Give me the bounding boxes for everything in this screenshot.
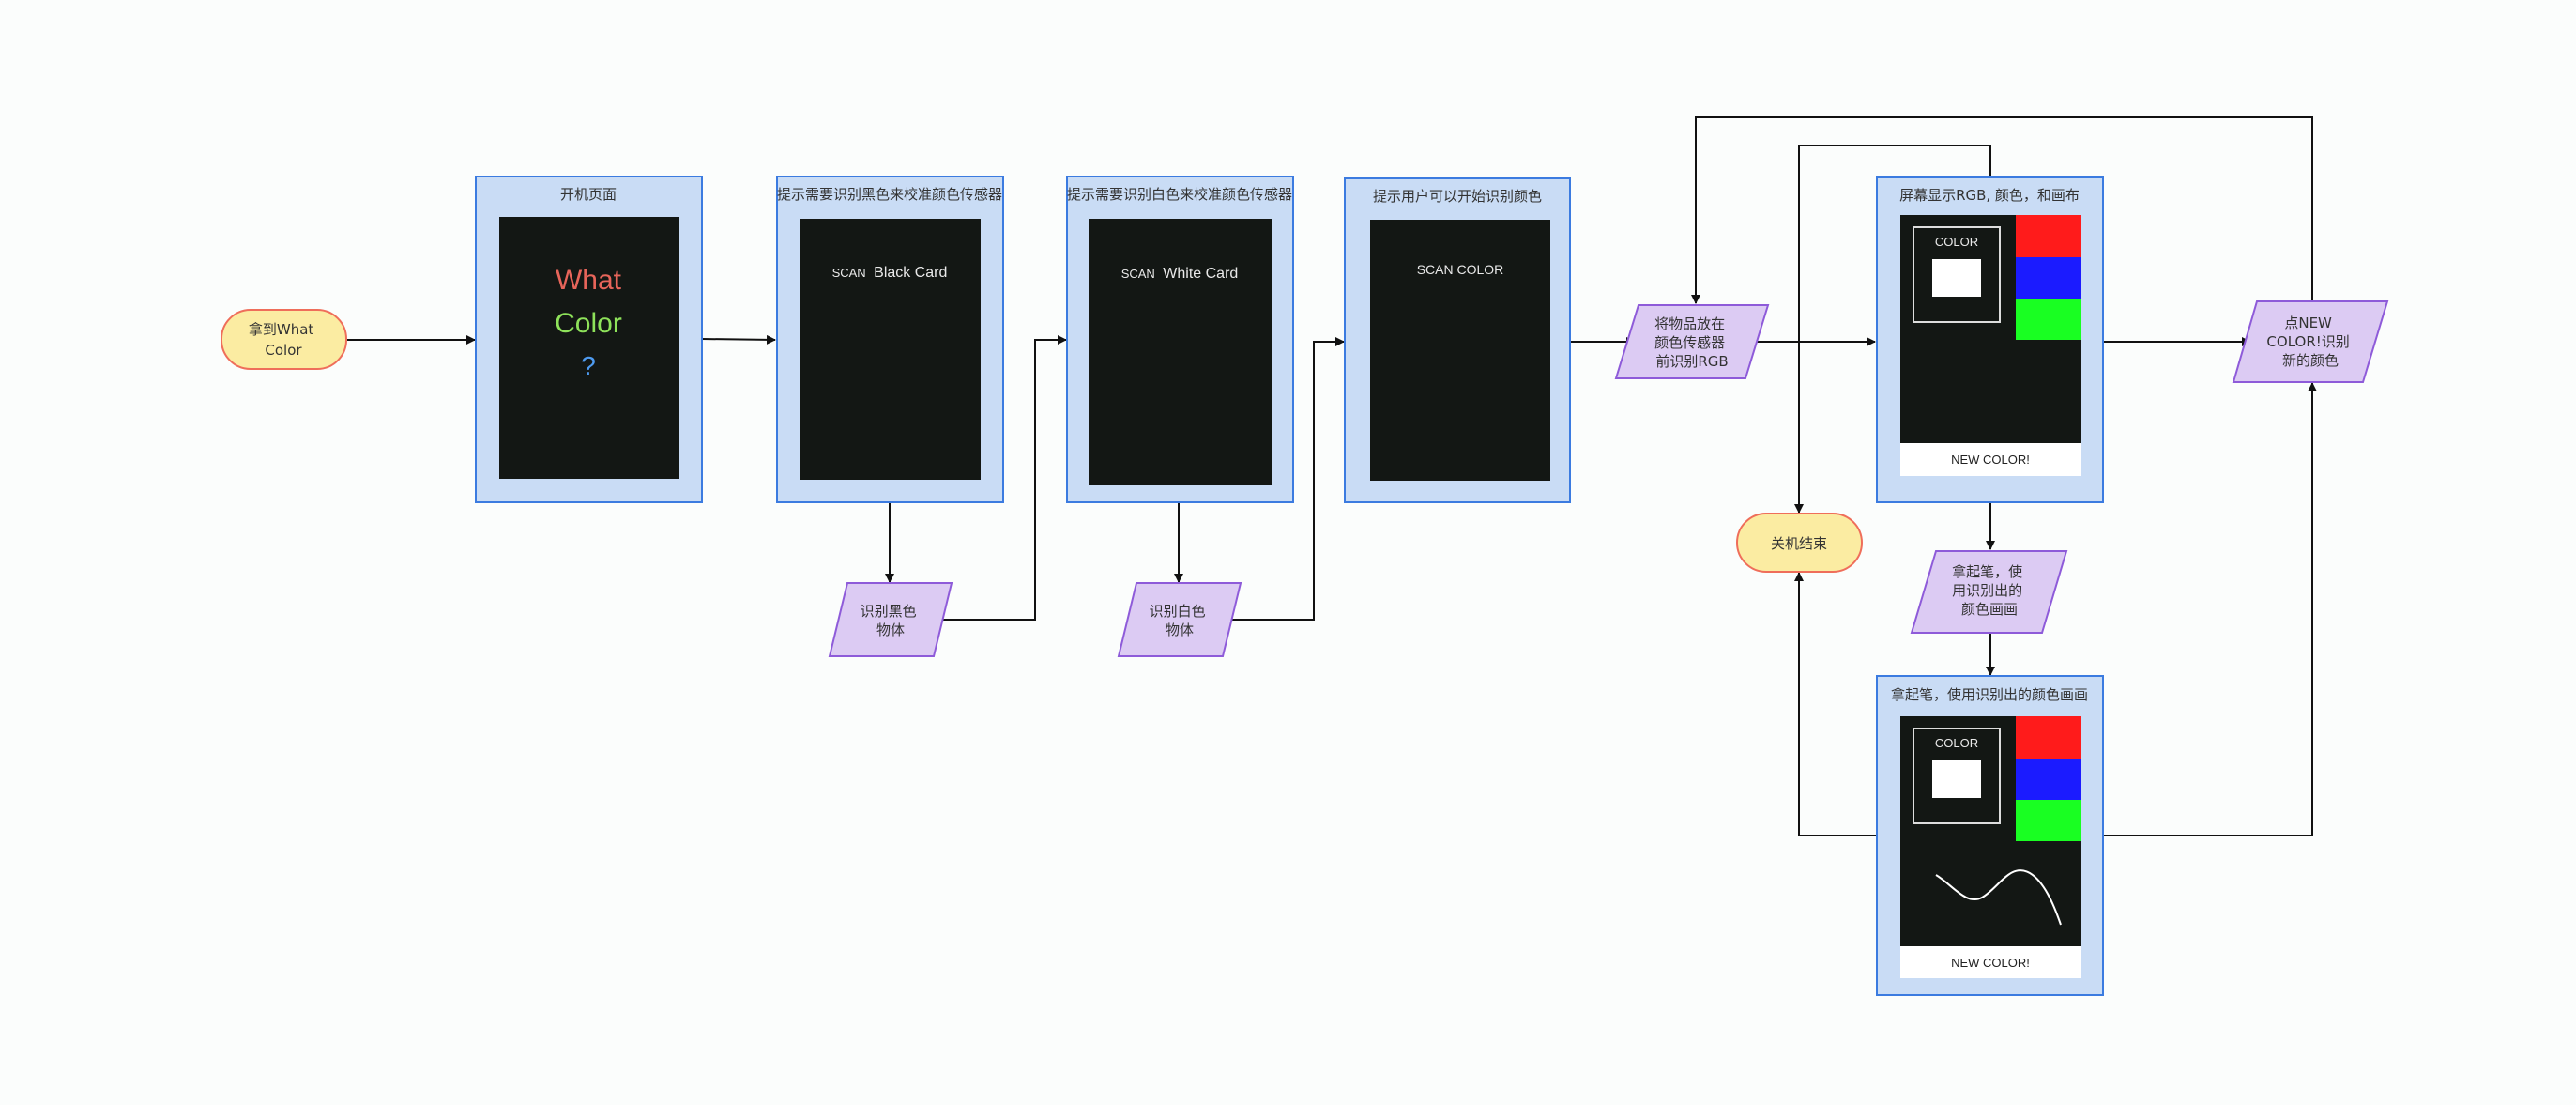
draw-canvas-stroke[interactable] <box>1935 869 2062 926</box>
io-white: 识别白色 物体 <box>1117 582 1242 657</box>
svg-text:将物品放在 颜色传感器 前识别RGB: 将物品放在 颜色传感器 前识别RGB <box>1654 315 1730 370</box>
terminal-start-line: Color <box>265 342 302 359</box>
io-pen-line: 拿起笔，使 <box>1952 563 2022 580</box>
boot-screen <box>499 217 679 479</box>
arrow-io-white-to-scan-prompt <box>1223 337 1345 621</box>
boot-screen-question: ? <box>581 351 596 380</box>
draw-color-label: COLOR <box>1935 736 1978 750</box>
draw-swatch-red[interactable] <box>2016 716 2081 759</box>
black-calibration-screen <box>800 219 981 480</box>
draw-color-box <box>1913 728 2001 824</box>
io-new-color-line: COLOR!识别 <box>2266 333 2349 350</box>
display-new-color-button[interactable] <box>1900 443 2081 476</box>
process-boot-title: 开机页面 <box>560 186 617 203</box>
io-new-color: 点NEW COLOR!识别 新的颜色 <box>2232 300 2389 383</box>
svg-text:拿到What Color: 拿到What Color <box>249 321 318 359</box>
svg-text:点NEW COLOR!识别 新的颜色: 点NEW COLOR!识别 新的颜色 <box>2266 315 2354 369</box>
display-swatch-blue[interactable] <box>2016 257 2081 299</box>
io-white-line: 物体 <box>1166 622 1194 638</box>
process-draw-title: 拿起笔，使用识别出的颜色画画 <box>1891 686 2088 703</box>
io-black: 识别黑色 物体 <box>828 582 953 657</box>
white-calibration-scan-prefix: SCAN <box>1121 267 1155 281</box>
display-color-box <box>1913 226 2001 323</box>
boot-screen-what: What <box>556 265 622 296</box>
terminal-start: 拿到What Color <box>221 309 347 370</box>
display-color-label: COLOR <box>1935 235 1978 249</box>
arrow-display-to-end <box>1794 145 1991 514</box>
draw-color-preview <box>1932 760 1981 798</box>
process-display: 屏幕显示RGB, 颜色，和画布 COLOR NEW COLOR! <box>1876 176 2104 503</box>
connectors <box>347 116 2317 836</box>
io-place-line: 颜色传感器 <box>1654 334 1725 351</box>
arrow-boot-to-black-cal <box>701 334 776 345</box>
arrow-io-new-to-io-place <box>1691 116 2313 304</box>
display-swatch-red[interactable] <box>2016 215 2081 257</box>
svg-text:SCAN Black Card: SCAN Black Card <box>832 265 948 281</box>
terminal-start-line: 拿到What <box>249 321 314 338</box>
process-scan-prompt-title: 提示用户可以开始识别颜色 <box>1373 188 1542 205</box>
draw-swatch-blue[interactable] <box>2016 759 2081 800</box>
process-display-title: 屏幕显示RGB, 颜色，和画布 <box>1899 187 2080 204</box>
io-place-line: 前识别RGB <box>1655 353 1728 370</box>
terminal-end: 关机结束 <box>1736 513 1863 573</box>
arrow-draw-to-io-new <box>2103 382 2317 836</box>
black-calibration-scan-prefix: SCAN <box>832 266 866 280</box>
io-white-line: 识别白色 <box>1150 603 1206 620</box>
process-black-calibration: 提示需要识别黑色来校准颜色传感器 SCAN Black Card <box>776 176 1004 503</box>
process-draw: 拿起笔，使用识别出的颜色画画 COLOR NEW COLOR! <box>1876 675 2104 996</box>
process-boot: 开机页面 What Color ? <box>475 176 703 503</box>
process-white-calibration-title: 提示需要识别白色来校准颜色传感器 <box>1067 186 1292 203</box>
arrow-io-black-to-white-cal <box>934 335 1067 621</box>
scan-prompt-screen-text: SCAN COLOR <box>1417 262 1504 277</box>
svg-text:识别黑色 物体: 识别黑色 物体 <box>861 603 922 638</box>
svg-text:SCAN White Card: SCAN White Card <box>1121 266 1239 282</box>
white-calibration-screen <box>1089 219 1272 485</box>
display-new-color-label: NEW COLOR! <box>1951 453 2030 467</box>
svg-text:拿起笔，使 用识别出的 颜色画画: 拿起笔，使 用识别出的 颜色画画 <box>1952 563 2027 618</box>
io-pen-line: 颜色画画 <box>1961 601 2018 618</box>
draw-new-color-button[interactable] <box>1900 946 2081 978</box>
boot-screen-color: Color <box>555 308 622 339</box>
io-black-line: 物体 <box>876 622 905 638</box>
scan-prompt-screen <box>1370 220 1550 481</box>
io-pen-line: 用识别出的 <box>1952 582 2022 599</box>
io-place-line: 将物品放在 <box>1654 315 1725 332</box>
io-place: 将物品放在 颜色传感器 前识别RGB <box>1614 304 1770 379</box>
display-color-preview <box>1932 259 1981 297</box>
process-scan-prompt: 提示用户可以开始识别颜色 SCAN COLOR <box>1344 177 1571 503</box>
white-calibration-scan-main: White Card <box>1163 266 1238 282</box>
io-new-color-line: 点NEW <box>2284 315 2332 331</box>
process-black-calibration-title: 提示需要识别黑色来校准颜色传感器 <box>777 186 1002 203</box>
io-pen: 拿起笔，使 用识别出的 颜色画画 <box>1910 550 2068 634</box>
draw-new-color-label: NEW COLOR! <box>1951 956 2030 970</box>
terminal-end-label: 关机结束 <box>1771 535 1827 552</box>
display-swatch-green[interactable] <box>2016 299 2081 340</box>
arrow-draw-to-end <box>1794 572 1877 836</box>
process-white-calibration: 提示需要识别白色来校准颜色传感器 SCAN White Card <box>1066 176 1294 503</box>
io-black-line: 识别黑色 <box>861 603 917 620</box>
svg-text:识别白色 物体: 识别白色 物体 <box>1150 603 1211 638</box>
black-calibration-scan-main: Black Card <box>874 265 947 281</box>
draw-swatch-green[interactable] <box>2016 800 2081 841</box>
io-new-color-line: 新的颜色 <box>2282 352 2339 369</box>
